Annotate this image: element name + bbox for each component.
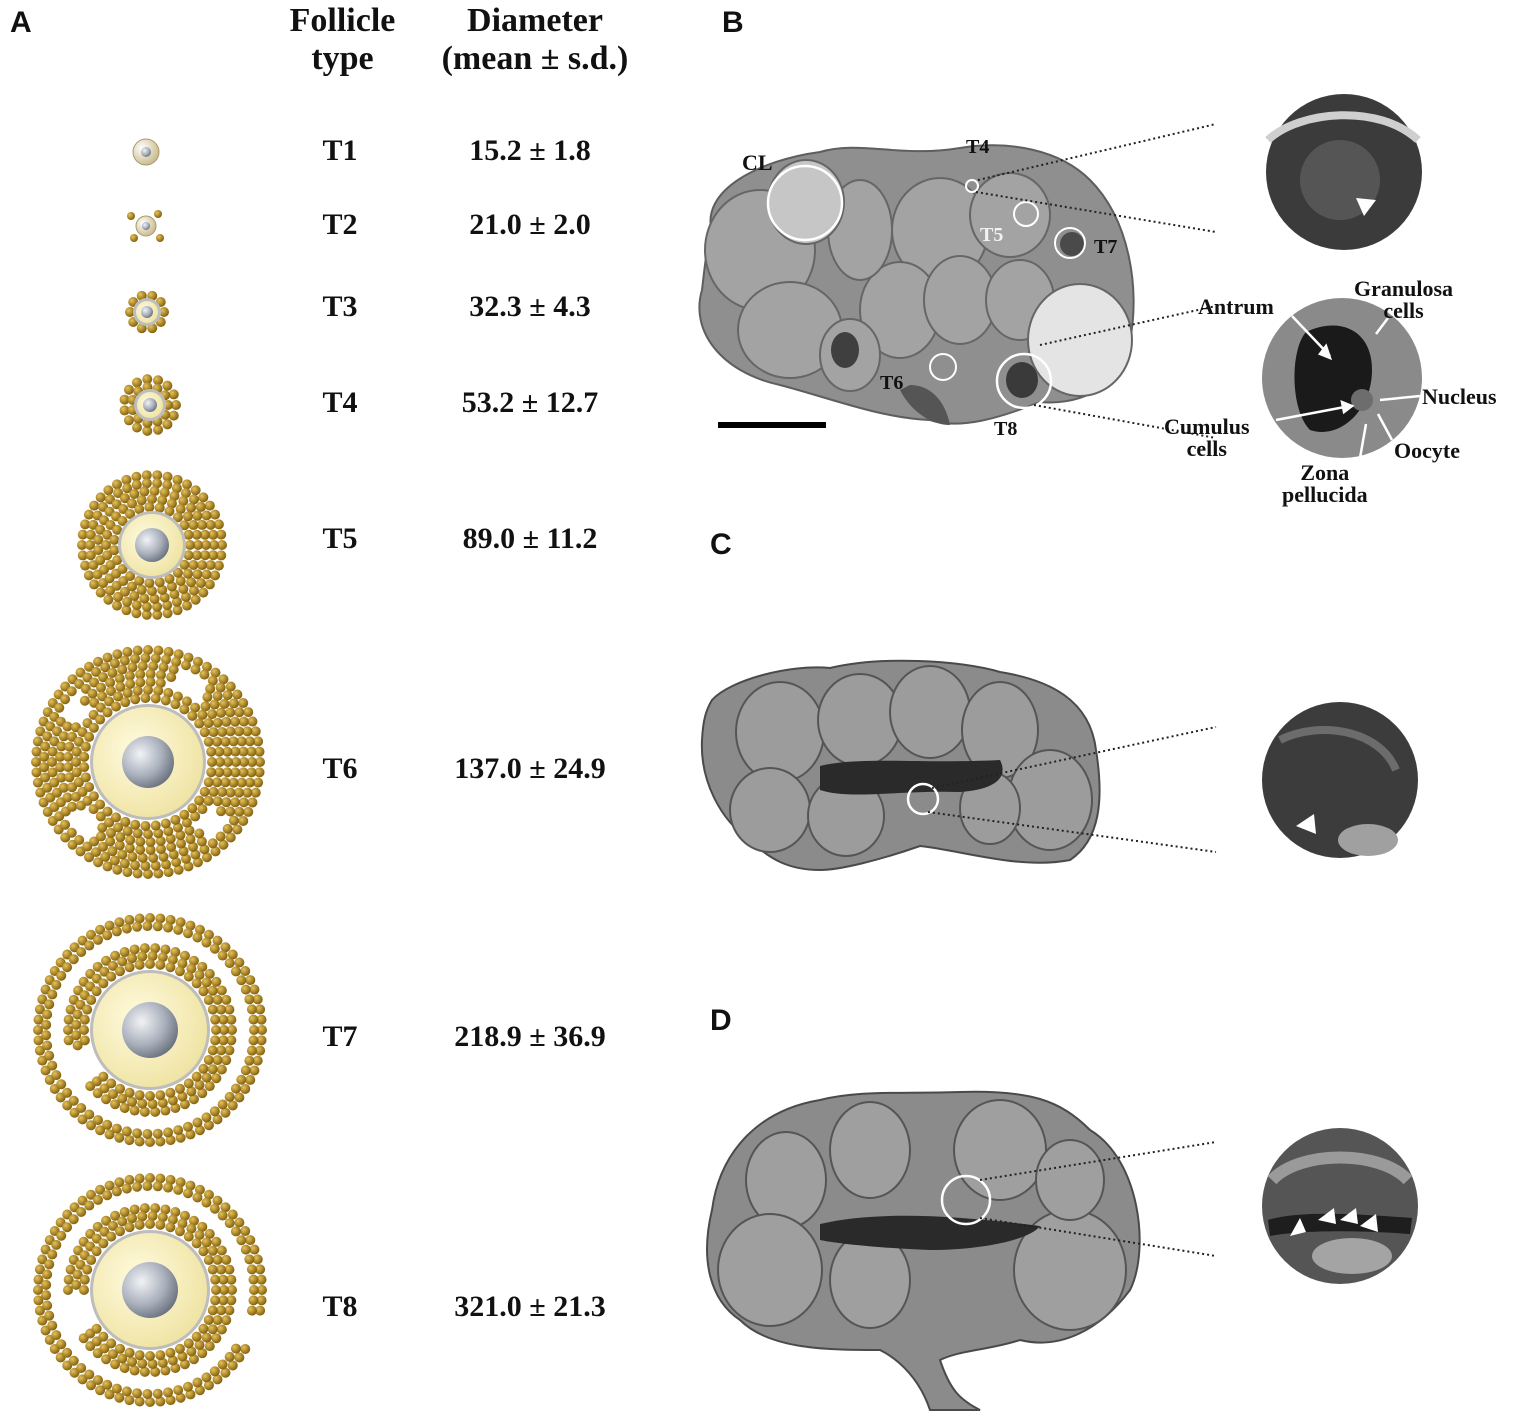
label-cl: CL [742, 150, 773, 175]
annotation-granulosa: Granulosa cells [1354, 278, 1453, 322]
follicle-t3-icon [125, 290, 169, 334]
type-t5: T5 [322, 522, 358, 555]
header-diameter: Diameter (mean ± s.d.) [410, 2, 660, 78]
panel-label-a: A [10, 6, 32, 39]
diameter-t4: 53.2 ± 12.7 [461, 386, 599, 419]
follicle-t6-icon [31, 645, 265, 879]
panel-label-c: C [710, 528, 732, 561]
annotation-nucleus: Nucleus [1422, 384, 1497, 409]
inset-d [1262, 1128, 1418, 1284]
label-t8: T8 [994, 418, 1018, 440]
arrowhead-icon [1356, 198, 1376, 216]
diameter-t6: 137.0 ± 24.9 [454, 752, 606, 785]
diameter-t7: 218.9 ± 36.9 [454, 1020, 606, 1053]
diameter-t3: 32.3 ± 4.3 [469, 290, 591, 323]
header-diameter-line1: Diameter [467, 2, 603, 39]
follicle-t1-icon [132, 138, 160, 166]
annotation-zona-1: Zona [1300, 460, 1350, 485]
header-follicle-type: Follicle type [270, 2, 415, 78]
panel-label-b: B [722, 6, 744, 39]
header-diameter-line2: (mean ± s.d.) [441, 40, 629, 77]
inset-t4 [1265, 94, 1422, 250]
header-follicle-line1: Follicle [289, 2, 396, 39]
diameter-t1: 15.2 ± 1.8 [469, 134, 591, 167]
type-t2: T2 [322, 208, 358, 241]
header-follicle-line2: type [311, 40, 374, 77]
follicle-t7-icon [33, 913, 267, 1147]
panel-label-d: D [710, 1004, 732, 1037]
annotation-zona: Zona pellucida [1282, 462, 1368, 506]
ovary-section-b [698, 94, 1422, 459]
annotation-granulosa-2: cells [1383, 298, 1424, 323]
label-t4: T4 [966, 136, 990, 158]
annotation-antrum: Antrum [1198, 294, 1274, 319]
diameter-t8: 321.0 ± 21.3 [454, 1290, 606, 1323]
type-t4: T4 [322, 386, 358, 419]
type-t8: T8 [322, 1290, 358, 1323]
label-t5: T5 [980, 224, 1004, 246]
label-t6: T6 [880, 372, 904, 394]
arrowhead-icon [1296, 814, 1316, 834]
follicle-t2-icon [127, 210, 164, 242]
annotation-cumulus-2: cells [1186, 436, 1227, 461]
follicle-t4-icon [119, 374, 181, 436]
follicle-t8-icon [33, 1173, 267, 1407]
type-t7: T7 [322, 1020, 358, 1053]
type-t3: T3 [322, 290, 358, 323]
arrowhead-icon [1318, 1208, 1336, 1224]
diameter-t2: 21.0 ± 2.0 [469, 208, 591, 241]
annotation-cumulus-1: Cumulus [1164, 414, 1250, 439]
follicle-illustrations [31, 138, 267, 1407]
annotation-oocyte: Oocyte [1394, 438, 1460, 463]
annotation-granulosa-1: Granulosa [1354, 276, 1454, 301]
diameter-t5: 89.0 ± 11.2 [462, 522, 598, 555]
inset-c [1262, 702, 1418, 858]
annotation-zona-2: pellucida [1282, 482, 1368, 507]
arrowhead-icon [1360, 1214, 1378, 1232]
type-t6: T6 [322, 752, 358, 785]
annotation-cumulus: Cumulus cells [1164, 416, 1250, 460]
arrowhead-icon [1340, 1208, 1358, 1224]
follicle-t5-icon [77, 470, 227, 620]
type-t1: T1 [322, 134, 358, 167]
arrowhead-icon [1290, 1218, 1306, 1236]
label-t7: T7 [1094, 236, 1118, 258]
